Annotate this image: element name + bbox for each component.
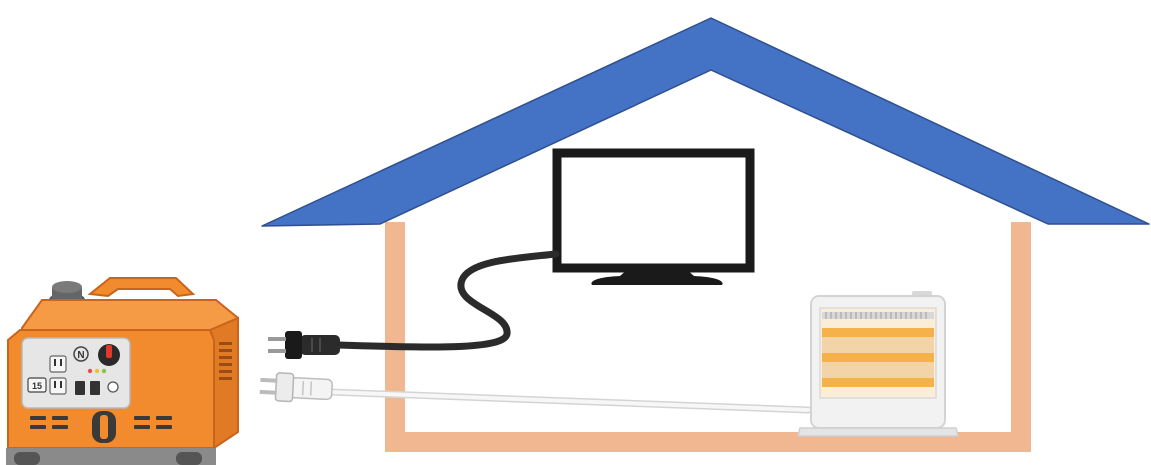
tv-stand-icon xyxy=(591,269,723,285)
usb-port-icon xyxy=(90,381,100,395)
electric-heater xyxy=(797,291,959,437)
choke-knob-icon[interactable] xyxy=(92,411,116,443)
roof-icon xyxy=(261,17,1150,227)
outlet-icon xyxy=(49,377,67,395)
side-vent-icon xyxy=(219,342,232,380)
heater-base xyxy=(797,427,959,437)
heater-element-2 xyxy=(822,353,934,362)
heater-element-1 xyxy=(822,328,934,337)
outlet-icon xyxy=(49,355,67,373)
black-cable xyxy=(334,250,560,351)
generator-base xyxy=(6,448,216,465)
front-vent-icon xyxy=(30,416,172,429)
heater-element-3 xyxy=(822,378,934,387)
tv-screen xyxy=(552,148,755,273)
generator-foot xyxy=(14,452,40,465)
indicator-light xyxy=(94,368,100,374)
reset-button-icon[interactable] xyxy=(107,381,119,393)
engine-switch-icon[interactable] xyxy=(98,344,120,366)
heater-power-cord xyxy=(259,372,812,414)
tv-power-cord xyxy=(268,250,560,359)
indicator-light xyxy=(87,368,93,374)
heater-grille-ticks xyxy=(825,312,927,319)
outlet-label-box: 15 xyxy=(27,377,47,393)
power-plug-icon xyxy=(268,331,340,359)
power-plug-icon xyxy=(259,372,333,403)
panel-label-n: N xyxy=(77,350,84,361)
indicator-light xyxy=(101,368,107,374)
generator-handle xyxy=(87,277,196,298)
svg-text:15: 15 xyxy=(32,381,42,391)
generator-side xyxy=(208,316,239,450)
usb-port-icon xyxy=(75,381,85,395)
generator-foot xyxy=(176,452,202,465)
portable-generator: N 15 xyxy=(6,277,239,465)
house xyxy=(261,17,1150,452)
television xyxy=(552,148,755,285)
